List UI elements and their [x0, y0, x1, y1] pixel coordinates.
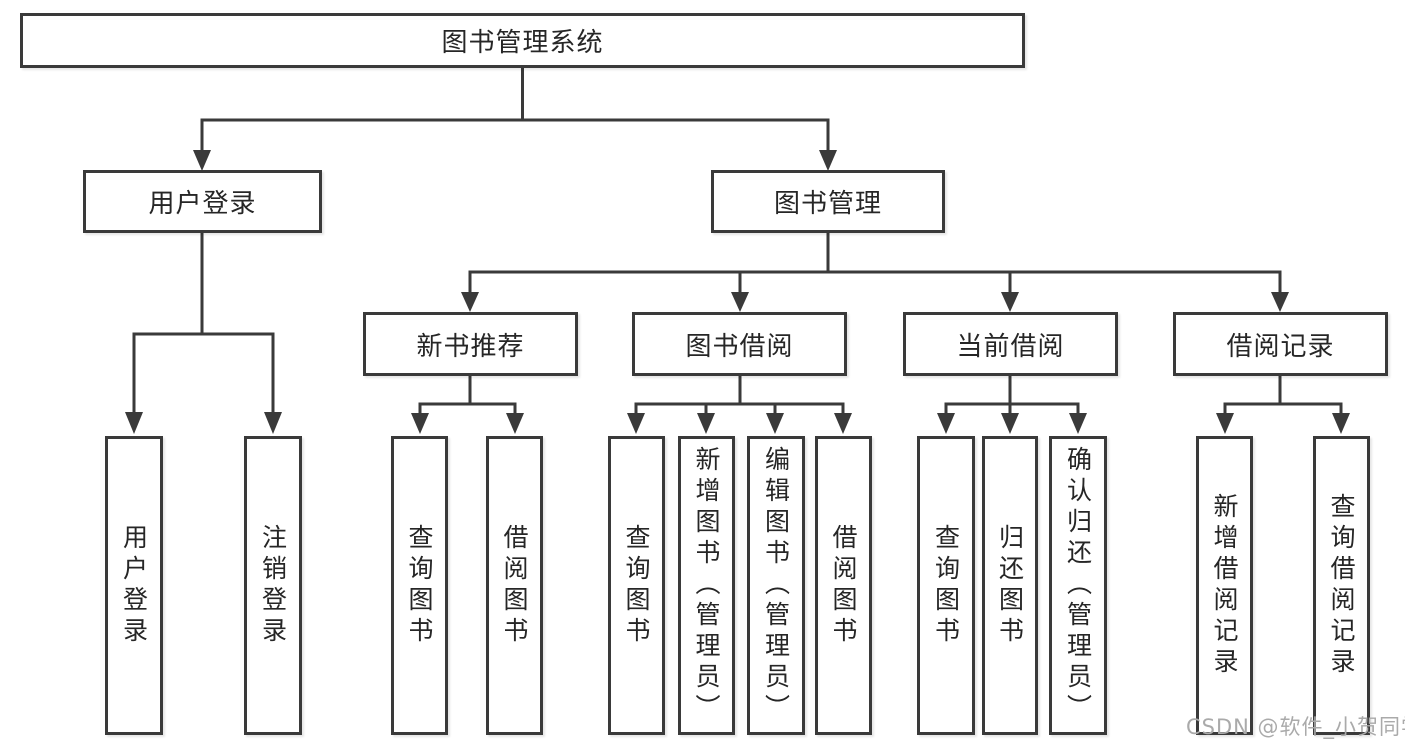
- node-book-borrow-label: 图书借阅: [685, 331, 794, 362]
- connector-user-login-to-children: [125, 232, 282, 434]
- connector-records-to-children: [1216, 376, 1350, 434]
- node-leaf-borrow-borrow-books: 借阅图书: [815, 436, 872, 735]
- node-leaf-records-query-record: 查询借阅记录: [1313, 436, 1370, 735]
- node-book-borrow: 图书借阅: [632, 312, 847, 376]
- node-leaf-borrow-edit-books-label: 编辑图书（管理员）: [761, 446, 791, 725]
- node-book-management: 图书管理: [711, 170, 945, 233]
- node-root-label: 图书管理系统: [441, 28, 604, 58]
- node-leaf-current-return-books-label: 归还图书: [995, 523, 1025, 648]
- connector-current-to-children: [937, 376, 1087, 434]
- watermark: CSDN @软件_小贺同学: [1186, 711, 1405, 741]
- node-leaf-current-return-books: 归还图书: [982, 436, 1038, 735]
- node-leaf-borrow-borrow-books-label: 借阅图书: [829, 523, 858, 648]
- node-leaf-borrow-edit-books: 编辑图书（管理员）: [747, 436, 805, 735]
- watermark-text: CSDN @软件_小贺同学: [1186, 715, 1405, 739]
- node-borrow-records-label: 借阅记录: [1226, 331, 1335, 362]
- node-leaf-records-add-record-label: 新增借阅记录: [1210, 492, 1239, 679]
- node-leaf-logout-label: 注销登录: [258, 523, 288, 648]
- node-current-borrow: 当前借阅: [903, 312, 1118, 376]
- node-leaf-current-confirm-return: 确认归还（管理员）: [1049, 436, 1107, 735]
- node-book-management-label: 图书管理: [773, 189, 882, 219]
- node-root: 图书管理系统: [20, 13, 1025, 68]
- node-current-borrow-label: 当前借阅: [956, 331, 1065, 362]
- connector-book-management-to-level3: [461, 232, 1289, 312]
- node-borrow-records: 借阅记录: [1173, 312, 1388, 376]
- node-leaf-borrow-add-books-label: 新增图书（管理员）: [692, 446, 721, 725]
- node-leaf-user-login-label: 用户登录: [119, 523, 149, 648]
- node-new-book-recommend: 新书推荐: [363, 312, 578, 376]
- node-leaf-recommend-query-books-label: 查询图书: [405, 523, 434, 648]
- connector-borrow-to-children: [627, 376, 852, 434]
- node-leaf-logout: 注销登录: [244, 436, 302, 735]
- connector-root-to-level2: [193, 66, 837, 171]
- node-leaf-borrow-add-books: 新增图书（管理员）: [678, 436, 735, 735]
- node-leaf-records-query-record-label: 查询借阅记录: [1327, 492, 1356, 679]
- node-leaf-recommend-query-books: 查询图书: [391, 436, 448, 735]
- node-leaf-recommend-borrow-books-label: 借阅图书: [500, 523, 529, 648]
- node-leaf-recommend-borrow-books: 借阅图书: [486, 436, 543, 735]
- node-new-book-recommend-label: 新书推荐: [416, 331, 525, 362]
- node-leaf-current-query-books-label: 查询图书: [931, 523, 961, 648]
- node-user-login-branch: 用户登录: [83, 170, 322, 233]
- connector-recommend-to-children: [411, 376, 524, 434]
- node-leaf-borrow-query-books: 查询图书: [608, 436, 665, 735]
- node-leaf-user-login: 用户登录: [105, 436, 163, 735]
- node-leaf-records-add-record: 新增借阅记录: [1196, 436, 1253, 735]
- node-leaf-current-confirm-return-label: 确认归还（管理员）: [1063, 446, 1093, 725]
- node-leaf-current-query-books: 查询图书: [917, 436, 975, 735]
- node-user-login-branch-label: 用户登录: [148, 189, 257, 219]
- node-leaf-borrow-query-books-label: 查询图书: [622, 523, 651, 648]
